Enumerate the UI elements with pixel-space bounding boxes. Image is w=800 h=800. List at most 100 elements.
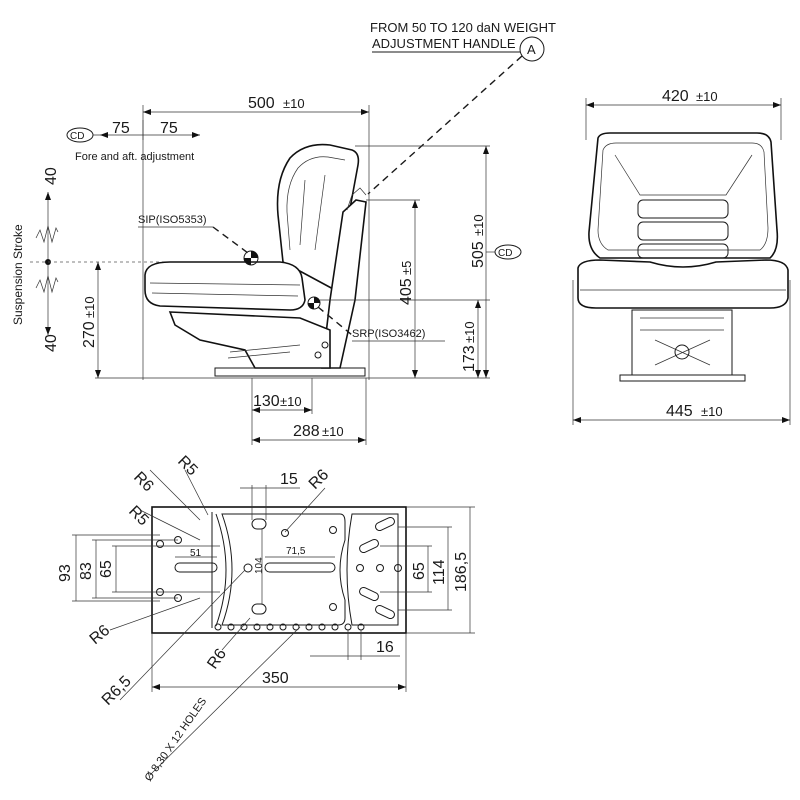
mount-hole — [156, 540, 164, 548]
mount-hole — [356, 564, 364, 572]
spring-zigzag-icon — [35, 225, 59, 244]
mount-hole — [329, 526, 337, 534]
arrow-icon — [100, 132, 108, 138]
slot-center-horizontal — [264, 562, 336, 573]
arrow-icon — [483, 370, 489, 378]
cd-label-right: CD — [498, 248, 512, 259]
dim-288-tol: ±10 — [322, 424, 344, 439]
suspension-up-value: 40 — [43, 167, 60, 185]
arrow-icon — [475, 300, 481, 308]
side-view: 500 ±10 CD 75 75 Fore and aft. adjustmen… — [11, 95, 522, 445]
r65-label: R6,5 — [99, 673, 135, 709]
holes-label: Ø 8,30 X 12 HOLES — [143, 696, 210, 784]
arrow-icon — [304, 407, 312, 413]
backrest-panel-1 — [637, 199, 729, 219]
suspension-mechanism — [168, 311, 331, 369]
base-plate-outline — [151, 506, 407, 634]
leader-holes — [149, 626, 301, 776]
backrest-contour — [614, 154, 753, 196]
seat-cushion — [144, 261, 306, 311]
fore-aft-right-value: 75 — [160, 120, 178, 137]
dim-51-value: 51 — [190, 548, 202, 559]
target-icon — [244, 251, 258, 265]
dim-270-value: 270 — [81, 321, 98, 348]
arrow-icon — [45, 327, 51, 335]
arrow-icon — [95, 370, 101, 378]
front-cushion — [577, 259, 789, 309]
dim-130-value: 130 — [253, 393, 280, 410]
arrow-icon — [361, 109, 369, 115]
arrow-icon — [773, 102, 781, 108]
front-base-rail — [619, 374, 746, 382]
front-backrest-inner — [597, 142, 769, 251]
base-rail — [214, 367, 366, 377]
leader-r65 — [119, 569, 246, 701]
arrow-icon — [483, 146, 489, 154]
dim-114-value: 114 — [431, 559, 448, 585]
callout-circle-a — [519, 36, 545, 62]
slot-top-center — [251, 518, 267, 530]
slot-right-angled — [375, 604, 395, 620]
plate-right-panel — [346, 513, 399, 626]
dim-405-tol: ±5 — [399, 261, 414, 275]
dim-405-value: 405 — [398, 278, 415, 305]
dim-93-value: 93 — [57, 564, 74, 582]
front-backrest — [588, 132, 779, 259]
front-mechanism-box — [631, 309, 733, 376]
r6-b-label: R6 — [306, 466, 333, 493]
note-line-1: FROM 50 TO 120 daN WEIGHT — [370, 20, 556, 35]
mount-hole — [329, 603, 337, 611]
front-mechanism-detail — [640, 317, 724, 366]
arrow-icon — [782, 417, 790, 423]
front-knob-icon — [674, 344, 690, 360]
sip-label: SIP(ISO5353) — [138, 214, 206, 226]
dim-65-right-value: 65 — [411, 562, 428, 580]
note-line-2: ADJUSTMENT HANDLE — [372, 36, 516, 51]
backrest-seam — [286, 156, 346, 251]
handle-leader-dashed — [367, 55, 523, 195]
base-plate-view: 93 83 65 51 104 71,5 15 65 114 18 — [57, 453, 475, 784]
mount-hole — [243, 563, 253, 573]
weight-handle — [346, 187, 367, 211]
plate-center-panel — [221, 513, 346, 626]
arrow-icon — [475, 370, 481, 378]
backrest-detail — [299, 174, 326, 251]
arrow-icon — [143, 109, 151, 115]
leader-r6-d — [221, 617, 251, 651]
dim-505-value: 505 — [470, 241, 487, 268]
dim-83-value: 83 — [78, 562, 95, 580]
srp-label: SRP(ISO3462) — [352, 328, 425, 340]
dim-288-value: 288 — [293, 423, 320, 440]
leader-r5-b — [139, 509, 201, 541]
r5-b-label: R5 — [125, 503, 152, 530]
arrow-icon — [95, 262, 101, 270]
dim-1865-value: 186,5 — [453, 552, 470, 592]
fore-aft-left-value: 75 — [112, 120, 130, 137]
dim-500-value: 500 — [248, 95, 275, 112]
callout-a-label: A — [527, 42, 536, 57]
plate-left-curve — [215, 513, 227, 627]
leader-r6-a — [149, 469, 201, 521]
slot-left-horizontal — [174, 562, 218, 573]
mechanism-lever — [227, 344, 301, 359]
srp-leader — [317, 306, 353, 336]
dim-420-value: 420 — [662, 88, 689, 105]
mount-hole — [281, 529, 289, 537]
dim-65-left-value: 65 — [98, 560, 115, 578]
arrow-icon — [252, 407, 260, 413]
dim-130-tol: ±10 — [280, 394, 302, 409]
cushion-seam — [149, 282, 301, 297]
suspension-stroke-label: Suspension Stroke — [11, 224, 25, 325]
bolt-icon — [321, 341, 329, 349]
leader-r6-b — [284, 487, 326, 533]
dim-445-value: 445 — [666, 403, 693, 420]
arrow-icon — [358, 437, 366, 443]
arrow-icon — [45, 192, 51, 200]
leader-r6-c — [109, 597, 201, 631]
arrow-icon — [412, 200, 418, 208]
dim-173-tol: ±10 — [462, 321, 477, 343]
dim-104-value: 104 — [254, 557, 265, 574]
dim-16-value: 16 — [376, 639, 394, 656]
slot-bottom-center — [251, 603, 267, 615]
